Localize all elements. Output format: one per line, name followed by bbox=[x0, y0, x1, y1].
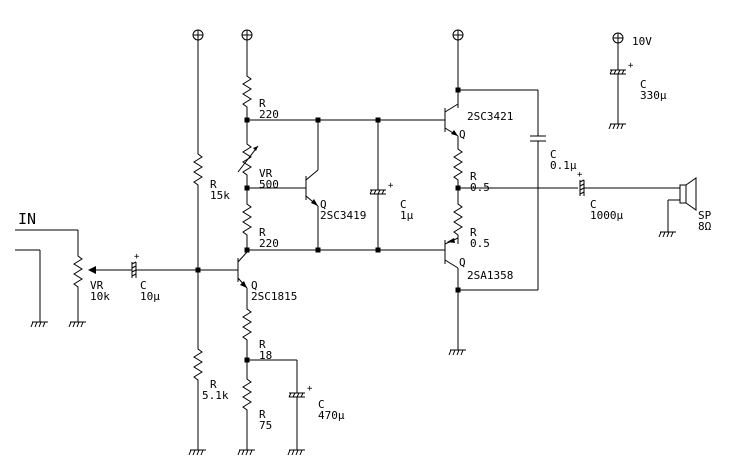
r-emit-top-value: 18 bbox=[259, 349, 272, 362]
c-in-ref: C bbox=[140, 279, 147, 292]
resistor-5k1 bbox=[193, 344, 203, 386]
pot-wiper-arrow bbox=[88, 266, 96, 274]
q-bot-part: 2SA1358 bbox=[467, 269, 513, 282]
supply-terminal bbox=[612, 32, 624, 44]
bias-capacitor bbox=[369, 180, 395, 195]
bias-divider bbox=[188, 29, 207, 456]
q-driver-part: 2SC1815 bbox=[251, 290, 297, 303]
ground-symbol bbox=[188, 449, 207, 456]
r-top-ref: R bbox=[470, 170, 477, 183]
c-out-ref: C bbox=[590, 198, 597, 211]
q-driver-ref: Q bbox=[251, 279, 258, 292]
q-vbe-ref: Q bbox=[320, 198, 327, 211]
r-bias-bot-ref: R bbox=[210, 378, 217, 391]
speaker-icon bbox=[679, 177, 697, 211]
vbe-multiplier bbox=[247, 117, 445, 253]
input-capacitor: + bbox=[131, 252, 140, 278]
r-bias-bot-value: 5.1k bbox=[202, 389, 229, 402]
r-bot-ref: R bbox=[470, 226, 477, 239]
r-bias-top-ref: R bbox=[210, 178, 217, 191]
svg-text:+: + bbox=[577, 170, 583, 180]
resistor-75 bbox=[242, 374, 252, 416]
r-emit-bot-ref: R bbox=[259, 408, 266, 421]
r-bias-top-value: 15k bbox=[210, 189, 230, 202]
vr-bias-value: 500 bbox=[259, 178, 279, 191]
c-emit-ref: C bbox=[318, 398, 325, 411]
ground-symbol bbox=[658, 231, 677, 238]
emitter-resistor-bottom bbox=[453, 199, 463, 241]
c-boot-ref: C bbox=[550, 148, 557, 161]
collector-chain bbox=[237, 29, 314, 456]
vr-in-ref: VR bbox=[90, 279, 104, 292]
ground-symbol bbox=[448, 349, 467, 356]
supply-cap-ref: C bbox=[640, 78, 647, 91]
r-load-top-ref: R bbox=[259, 97, 266, 110]
r-bot-value: 0.5 bbox=[470, 237, 490, 250]
q-vbe-part: 2SC3419 bbox=[320, 209, 366, 222]
input-volume-pot bbox=[73, 251, 83, 293]
output-capacitor: + bbox=[577, 170, 585, 196]
ground-symbol bbox=[30, 321, 49, 328]
ground-symbol bbox=[237, 449, 256, 456]
svg-text:+: + bbox=[134, 252, 140, 262]
r-load-top-value: 220 bbox=[259, 108, 279, 121]
speaker-value: 8Ω bbox=[698, 220, 712, 233]
c-emit-value: 470μ bbox=[318, 409, 345, 422]
q-top-part: 2SC3421 bbox=[467, 110, 513, 123]
r-load-bot-ref: R bbox=[259, 226, 266, 239]
q-bot-ref: Q bbox=[459, 256, 466, 269]
ground-symbol bbox=[68, 321, 87, 328]
r-emit-top-ref: R bbox=[259, 338, 266, 351]
supply-terminal bbox=[241, 29, 253, 41]
supply-cap-value: 330μ bbox=[640, 89, 667, 102]
q-top-ref: Q bbox=[459, 128, 466, 141]
resistor-220-top bbox=[242, 71, 252, 113]
r-top-value: 0.5 bbox=[470, 181, 490, 194]
r-load-bot-value: 220 bbox=[259, 237, 279, 250]
c-bias-ref: C bbox=[400, 198, 407, 211]
c-boot-value: 0.1μ bbox=[550, 159, 577, 172]
c-out-value: 1000μ bbox=[590, 209, 623, 222]
driver-transistor bbox=[237, 251, 248, 289]
r-emit-bot-value: 75 bbox=[259, 419, 272, 432]
ground-symbol bbox=[287, 449, 306, 456]
supply-voltage: 10V bbox=[632, 35, 652, 48]
emitter-resistor-top bbox=[453, 144, 463, 186]
supply-capacitor bbox=[609, 60, 635, 75]
ground-symbol bbox=[608, 123, 627, 130]
supply-decoupling bbox=[608, 32, 635, 130]
c-in-value: 10μ bbox=[140, 290, 160, 303]
output-stage: + bbox=[444, 29, 697, 356]
supply-terminal bbox=[452, 29, 464, 41]
speaker-ref: SP bbox=[698, 209, 712, 222]
resistor-220-bottom bbox=[242, 199, 252, 241]
emitter-bypass-capacitor bbox=[288, 383, 314, 398]
c-bias-value: 1μ bbox=[400, 209, 414, 222]
supply-terminal bbox=[192, 29, 204, 41]
vr-bias-ref: VR bbox=[259, 167, 273, 180]
resistor-15k bbox=[193, 149, 203, 191]
resistor-18 bbox=[242, 304, 252, 346]
vr-in-value: 10k bbox=[90, 290, 110, 303]
input-section: + bbox=[15, 229, 238, 328]
input-label: IN bbox=[18, 210, 36, 228]
